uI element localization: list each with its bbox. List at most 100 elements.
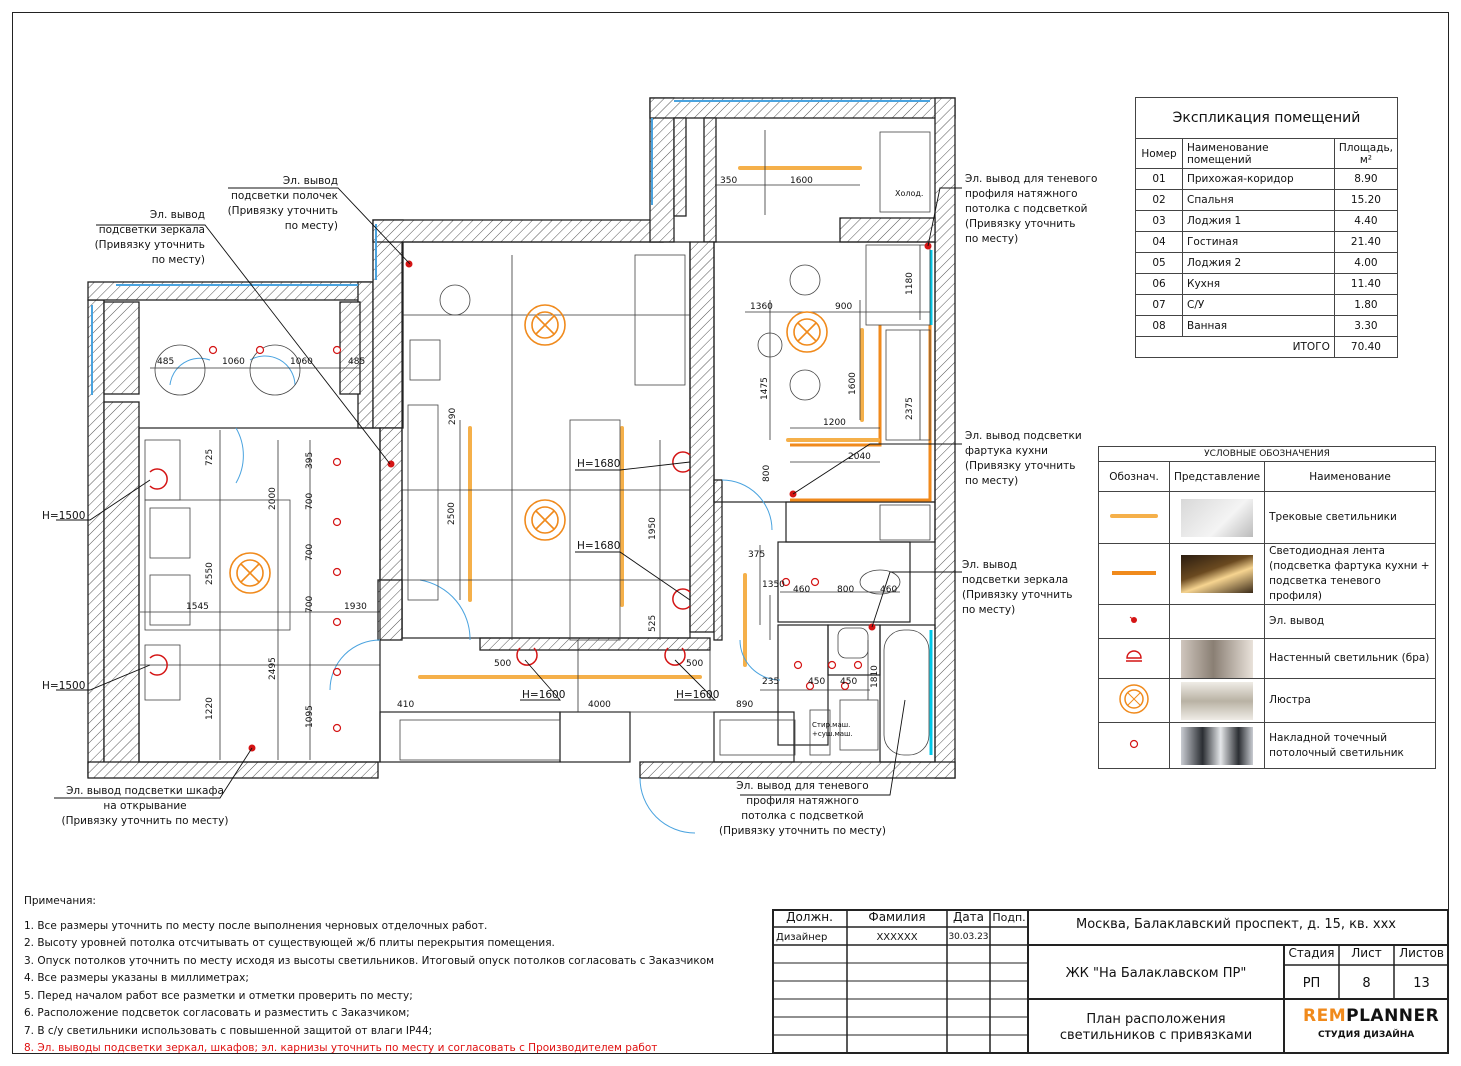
legend-photo: [1168, 491, 1266, 544]
track-lights: [418, 166, 880, 679]
dimension-label: 1810: [870, 665, 880, 688]
track-photo: [1181, 498, 1254, 537]
legend-row: Люстра: [1098, 678, 1436, 723]
dimension-label: 460: [880, 585, 898, 595]
note-item: 4. Все размеры указаны в миллиметрах;: [24, 972, 249, 984]
notes-title: Примечания:: [24, 895, 96, 907]
brand-logo-part: REM: [1303, 1006, 1347, 1026]
dimension-label: 700: [305, 492, 315, 510]
sconces: [149, 451, 691, 676]
dimension-label: 1200: [823, 418, 846, 428]
callout-apron: Эл. вывод подсветки фартука кухни (Привя…: [965, 430, 1082, 487]
outlet-icon: [1098, 604, 1170, 639]
legend-table: УСЛОВНЫЕ ОБОЗНАЧЕНИЯ Обознач. Представле…: [1098, 446, 1436, 769]
dimension-label: 235: [762, 677, 780, 687]
dimension-label: 800: [762, 464, 772, 482]
total-value: 70.40: [1333, 336, 1399, 358]
brand-logo-part: PLANNER: [1346, 1006, 1440, 1026]
dimension-label: 1095: [305, 705, 315, 728]
room-name: Ванная: [1182, 315, 1335, 337]
dimension-label: 1360: [750, 302, 773, 312]
project-address: Москва, Балаклавский проспект, д. 15, кв…: [1076, 917, 1396, 932]
dimension-label: 2000: [268, 487, 278, 510]
dimension-label: 1220: [205, 697, 215, 720]
stamp-header-surname: Фамилия: [868, 910, 926, 924]
dimension-label: 410: [397, 700, 415, 710]
dimension-label: 1350: [762, 580, 785, 590]
callout-mirror-bedroom: Эл. вывод подсветки зеркала (Привязку ут…: [94, 209, 205, 266]
drawing-title: План расположения светильников с привязк…: [1059, 1012, 1253, 1043]
dimension-label: 900: [835, 302, 853, 312]
legend-name: Накладной точечный потолочный светильник: [1264, 722, 1436, 769]
legend-name: Трековые светильники: [1264, 491, 1436, 544]
dimension-label: 460: [793, 585, 811, 595]
legend-col-header: Представление: [1168, 461, 1266, 492]
col-header: Наименование помещений: [1182, 138, 1335, 169]
room-schedule-title: Экспликация помещений: [1135, 97, 1398, 139]
col-header: Площадь, м²: [1333, 138, 1399, 169]
legend-name: Светодиодная лента (подсветка фартука ку…: [1264, 543, 1436, 605]
legend-name: Люстра: [1264, 678, 1436, 723]
dimension-label: 725: [205, 448, 215, 466]
callout-wardrobe: Эл. вывод подсветки шкафа на открывание …: [61, 785, 229, 827]
dimension-label: 350: [720, 176, 738, 186]
height-label: H=1500: [42, 680, 86, 692]
dimension-label: 375: [748, 550, 766, 560]
total-label: ИТОГО: [1182, 336, 1335, 358]
stamp-header-date: Дата: [952, 910, 985, 924]
legend-col-header: Обознач.: [1098, 461, 1170, 492]
room-number: 05: [1135, 252, 1183, 274]
room-area: 4.00: [1333, 252, 1399, 274]
legend-photo: [1168, 638, 1266, 679]
partitions: [138, 241, 936, 763]
legend-photo: [1168, 678, 1266, 723]
dimension-label: 4000: [588, 700, 611, 710]
stamp-role: Дизайнер: [776, 932, 828, 943]
legend-name: Настенный светильник (бра): [1264, 638, 1436, 679]
dimension-label: 500: [494, 659, 512, 669]
room-name: С/У: [1182, 294, 1335, 316]
room-area: 11.40: [1333, 273, 1399, 295]
legend-title: УСЛОВНЫЕ ОБОЗНАЧЕНИЯ: [1098, 446, 1436, 462]
fridge-label: Холод.: [895, 189, 924, 198]
height-label: H=1600: [522, 689, 566, 701]
brand-logo: REMPLANNER: [1303, 1006, 1440, 1026]
room-name: Лоджия 1: [1182, 210, 1335, 232]
dimension-label: 2550: [205, 562, 215, 585]
height-label: H=1600: [676, 689, 720, 701]
note-item: 5. Перед началом работ все разметки и от…: [24, 989, 413, 1002]
furniture: [144, 131, 931, 761]
note-item: 3. Опуск потолков уточнить по месту исхо…: [24, 954, 715, 967]
sheets-value: 13: [1413, 976, 1430, 991]
height-label: H=1680: [577, 458, 621, 470]
room-name: Спальня: [1182, 189, 1335, 211]
led-photo: [1181, 555, 1254, 593]
spot-lights: [208, 345, 863, 733]
dimension-lines: [140, 130, 930, 760]
legend-name: Эл. вывод: [1264, 604, 1436, 639]
sheets-label: Листов: [1399, 946, 1444, 960]
room-area: 21.40: [1333, 231, 1399, 253]
room-name: Прихожая-коридор: [1182, 168, 1335, 190]
dimension-label: 800: [837, 585, 855, 595]
dimension-label: 2495: [268, 657, 278, 680]
legend-photo: [1168, 722, 1266, 769]
chandeliers: [229, 304, 828, 594]
dimension-label: 525: [648, 614, 658, 632]
dimension-label: 1930: [344, 602, 367, 612]
legend-row: Светодиодная лента (подсветка фартука ку…: [1098, 543, 1436, 605]
callout-shelves: Эл. вывод подсветки полочек (Привязку ут…: [227, 175, 338, 232]
dimension-label: 485: [157, 357, 175, 367]
dimension-label: 290: [448, 407, 458, 425]
dimension-label: 1060: [290, 357, 313, 367]
room-number: 03: [1135, 210, 1183, 232]
room-area: 3.30: [1333, 315, 1399, 337]
notes: Примечания: 1. Все размеры уточнить по м…: [24, 893, 714, 1058]
chandelier-icon: [1098, 678, 1170, 723]
legend-row: Накладной точечный потолочный светильник: [1098, 722, 1436, 769]
